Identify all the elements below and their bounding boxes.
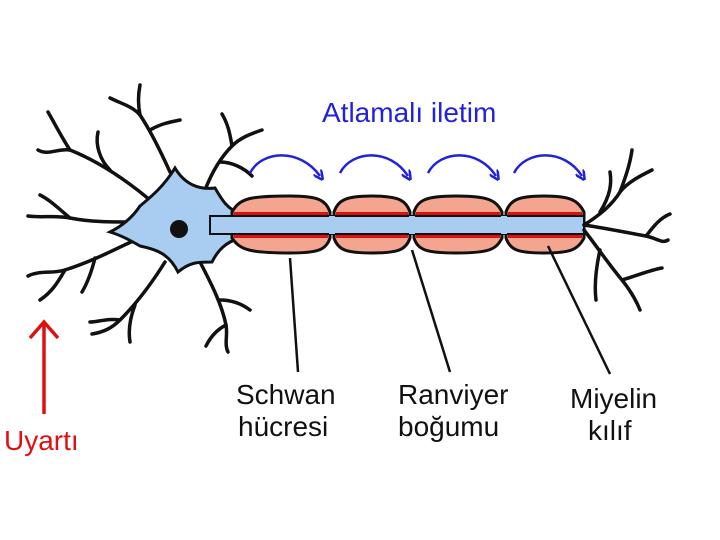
diagram-title: Atlamalı iletim [322,97,497,128]
stimulus-label: Uyartı [4,425,79,456]
nucleus [170,220,188,238]
schwann-cell-label-line1: Schwan [236,379,336,410]
node-of-ranvier [409,216,415,234]
arrow-icon [248,154,320,176]
stimulus-arrow [28,319,60,414]
axon-terminals [582,148,672,312]
schwann-cell-label-line2: hücresi [238,411,329,442]
arrow-up-icon [28,319,60,340]
arrow-icon [338,154,408,176]
node-of-ranvier [501,216,507,234]
myelin-leader-line [546,245,612,375]
cell-body [105,165,242,275]
myelin-sheath-label-line2: kılıf [588,415,632,446]
leader-lines [288,245,612,375]
ranvier-leader-line [410,249,452,373]
saltatory-arrows [248,154,582,176]
myelin-sheath-label-line1: Miyelin [570,383,658,414]
arrow-icon [426,154,496,176]
dendrites [26,83,264,354]
ranvier-node-label-line2: boğumu [398,411,500,442]
axon [209,215,585,235]
arrow-icon [512,154,582,176]
node-of-ranvier [329,216,335,234]
schwann-leader-line [288,257,300,373]
ranvier-node-label-line1: Ranviyer [398,379,509,410]
